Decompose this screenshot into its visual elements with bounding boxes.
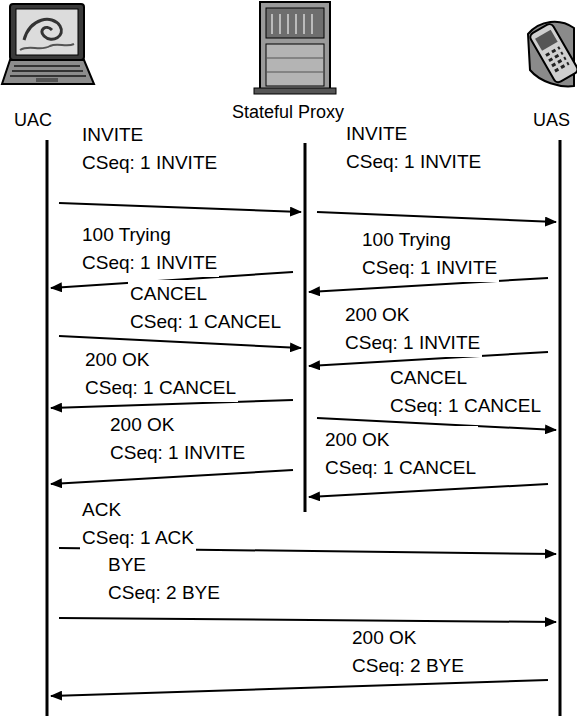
message-arrow [309, 484, 548, 497]
server-icon [254, 2, 336, 94]
message-label: 200 OK CSeq: 1 INVITE [108, 411, 247, 467]
message-label: CANCEL CSeq: 1 CANCEL [388, 364, 543, 420]
message-arrow [51, 470, 293, 484]
message-label: BYE CSeq: 2 BYE [106, 551, 222, 607]
participant: UAC [14, 109, 55, 131]
message-arrow [59, 618, 556, 622]
message-arrow [59, 203, 301, 212]
participant: UAS [533, 109, 573, 131]
message-label: 200 OK CSeq: 1 INVITE [343, 301, 482, 357]
participant: Stateful Proxy [232, 101, 347, 123]
message-label: INVITE CSeq: 1 INVITE [80, 121, 219, 177]
laptop-icon [2, 4, 94, 84]
message-label: 200 OK CSeq: 2 BYE [350, 624, 466, 680]
message-label: CANCEL CSeq: 1 CANCEL [128, 280, 283, 336]
participant-name: UAS [533, 109, 573, 131]
message-label: INVITE CSeq: 1 INVITE [344, 120, 483, 176]
message-label: 200 OK CSeq: 1 CANCEL [83, 346, 238, 402]
message-label: 100 Trying CSeq: 1 INVITE [80, 221, 219, 277]
message-label: 100 Trying CSeq: 1 INVITE [360, 226, 499, 282]
participant-name: UAC [14, 109, 55, 131]
message-arrow [51, 680, 548, 696]
message-arrow [317, 212, 556, 222]
message-label: 200 OK CSeq: 1 CANCEL [323, 426, 478, 482]
message-label: ACK CSeq: 1 ACK [80, 496, 196, 552]
participant-name: Stateful Proxy [232, 101, 347, 123]
phone-icon [528, 22, 577, 87]
lifeline [47, 140, 560, 716]
